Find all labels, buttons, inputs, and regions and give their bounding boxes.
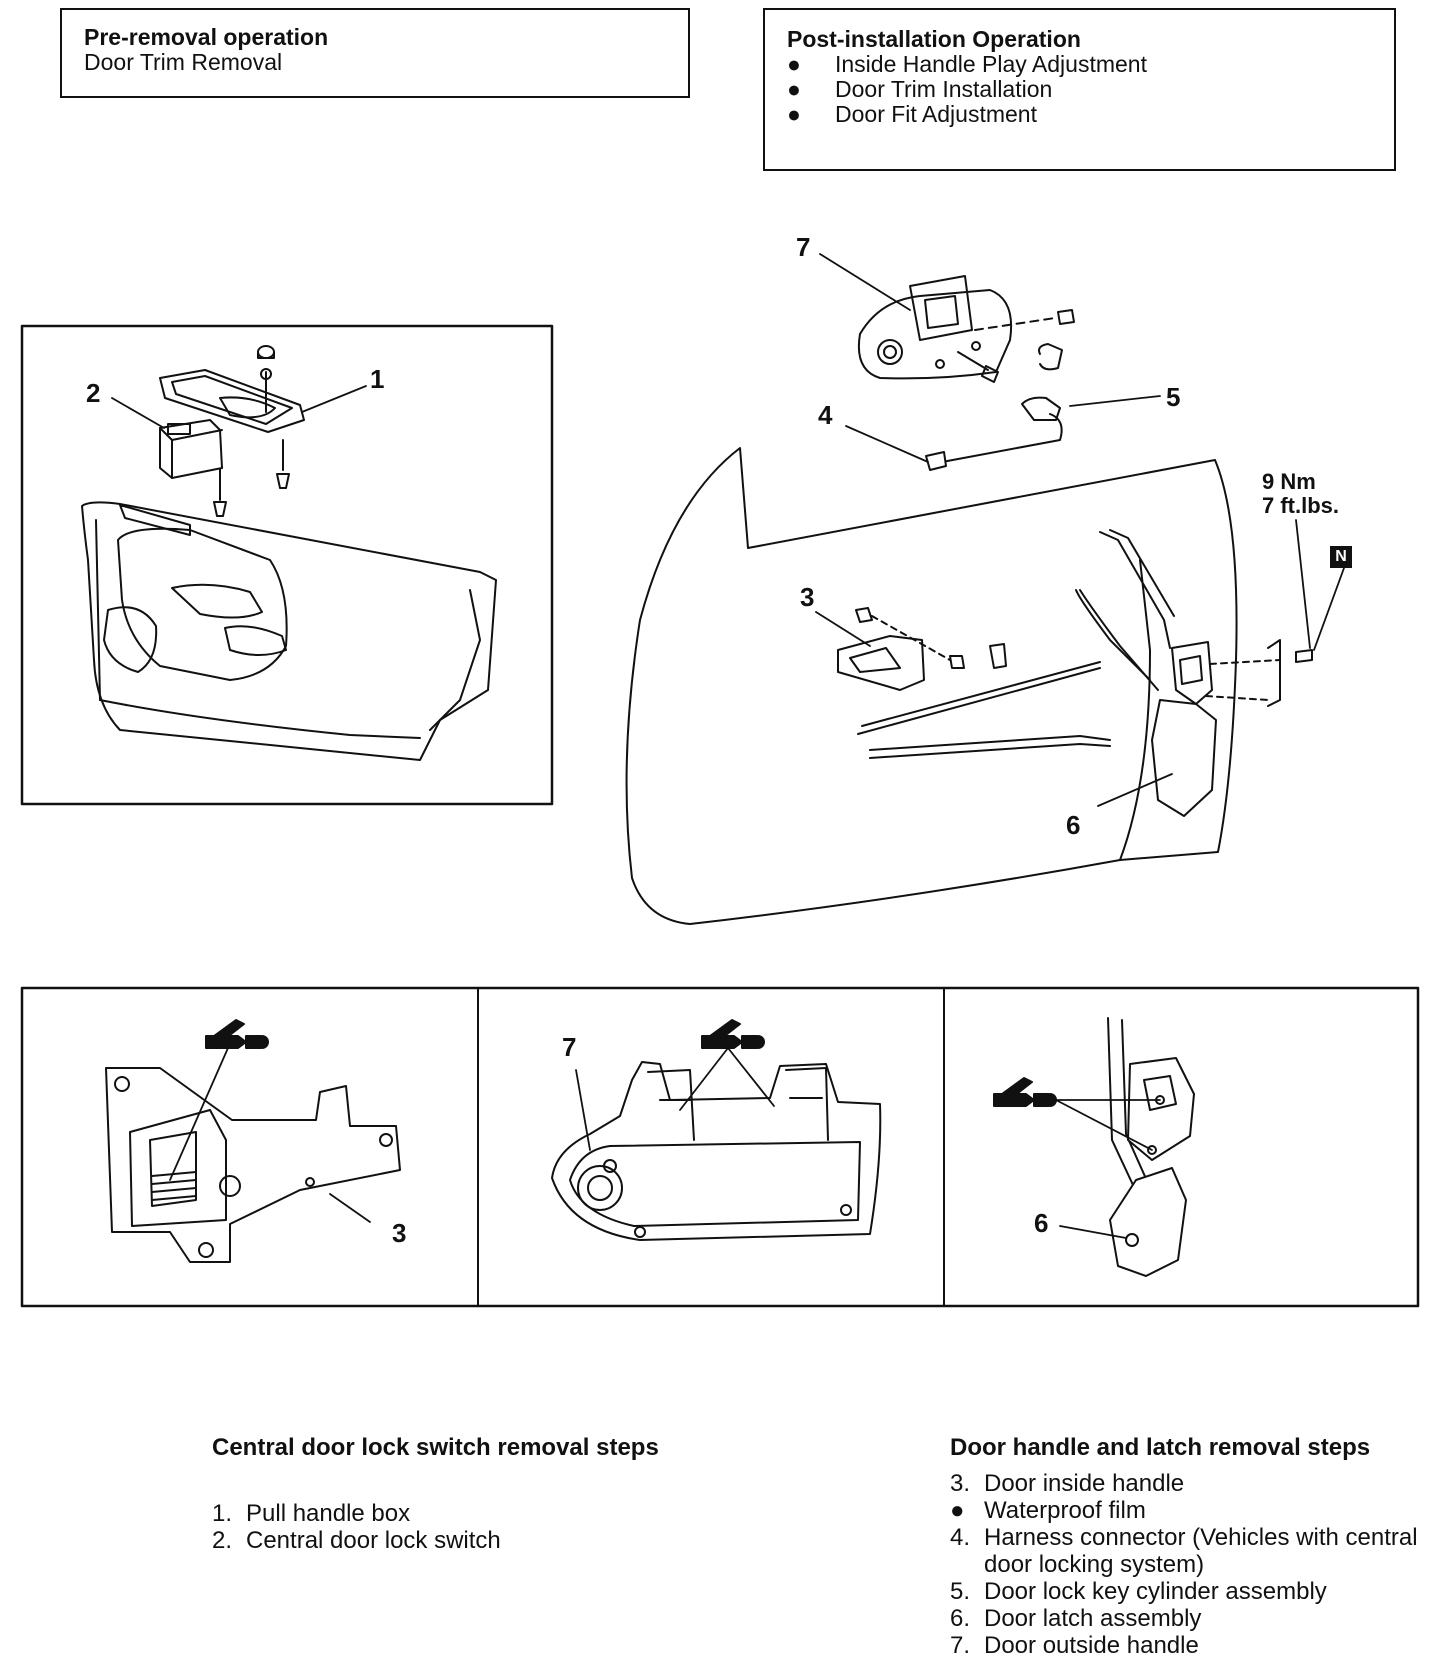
outside-handle-part: [858, 275, 1012, 380]
door-outline: [625, 447, 1238, 925]
callout-2: 2: [86, 378, 101, 408]
pre-removal-item: Door Trim Removal: [84, 49, 283, 75]
screw-part: [957, 309, 1075, 383]
bullet-icon: ●: [787, 51, 801, 77]
torque-nm: 9 Nm: [1262, 469, 1316, 494]
outside-handle-detail: [551, 1061, 882, 1241]
callout-7-detail: 7: [562, 1032, 577, 1062]
list-item: 6. Door latch assembly: [950, 1605, 1202, 1632]
torque-n-badge: N: [1330, 546, 1352, 568]
list-item: 1. Pull handle box: [212, 1500, 411, 1527]
list-item: 2. Central door lock switch: [212, 1527, 501, 1554]
list-item: 4. Harness connector (Vehicles with cent…: [950, 1524, 1418, 1578]
post-installation-box: Post-installation Operation ● Inside Han…: [763, 8, 1396, 171]
callout-4: 4: [818, 400, 833, 430]
list-item: 3. Door inside handle: [950, 1470, 1185, 1497]
inside-handle-detail: [105, 1067, 401, 1263]
handle-latch-steps-list: 3. Door inside handle ● Waterproof film …: [950, 1470, 1420, 1659]
callout-5: 5: [1166, 382, 1181, 412]
grease-gun-icon: [993, 1077, 1057, 1107]
handle-latch-steps-title: Door handle and latch removal steps: [950, 1434, 1371, 1461]
callout-3-detail: 3: [392, 1218, 407, 1248]
grease-gun-icon: [205, 1019, 269, 1049]
post-item: ● Door Trim Installation: [787, 76, 1053, 102]
pre-removal-box: Pre-removal operation Door Trim Removal: [60, 8, 690, 98]
torque-ftlbs: 7 ft.lbs.: [1262, 493, 1340, 518]
pre-removal-title: Pre-removal operation: [84, 24, 329, 50]
screw-part: [213, 345, 290, 517]
callout-1: 1: [370, 364, 385, 394]
grease-gun-icon: [701, 1019, 765, 1049]
door-trim-panel: [81, 501, 497, 761]
door-rods: [857, 529, 1175, 759]
inside-handle-part: [837, 607, 1007, 691]
key-cylinder-part: [925, 396, 1063, 471]
door-latch-part: [1151, 639, 1313, 817]
door-latch-detail: [1107, 1017, 1195, 1277]
list-item: ● Waterproof film: [950, 1497, 1146, 1524]
lock-switch-steps-list: 1. Pull handle box 2. Central door lock …: [212, 1500, 672, 1554]
trim-inset-frame: [20, 324, 554, 806]
lock-switch-steps-title: Central door lock switch removal steps: [212, 1434, 659, 1461]
bullet-icon: ●: [787, 76, 801, 102]
callout-3: 3: [800, 582, 815, 612]
post-item: ● Inside Handle Play Adjustment: [787, 51, 1147, 77]
detail-panels-frame: [20, 986, 1420, 1308]
callout-7: 7: [796, 232, 811, 262]
callout-6: 6: [1066, 810, 1081, 840]
post-item: ● Door Fit Adjustment: [787, 101, 1037, 127]
post-installation-title: Post-installation Operation: [787, 26, 1081, 52]
list-item: 5. Door lock key cylinder assembly: [950, 1578, 1327, 1605]
lock-switch-part: [159, 419, 223, 479]
pull-handle-box-part: [159, 369, 305, 433]
callout-6-detail: 6: [1034, 1208, 1049, 1238]
bullet-icon: ●: [787, 101, 801, 127]
